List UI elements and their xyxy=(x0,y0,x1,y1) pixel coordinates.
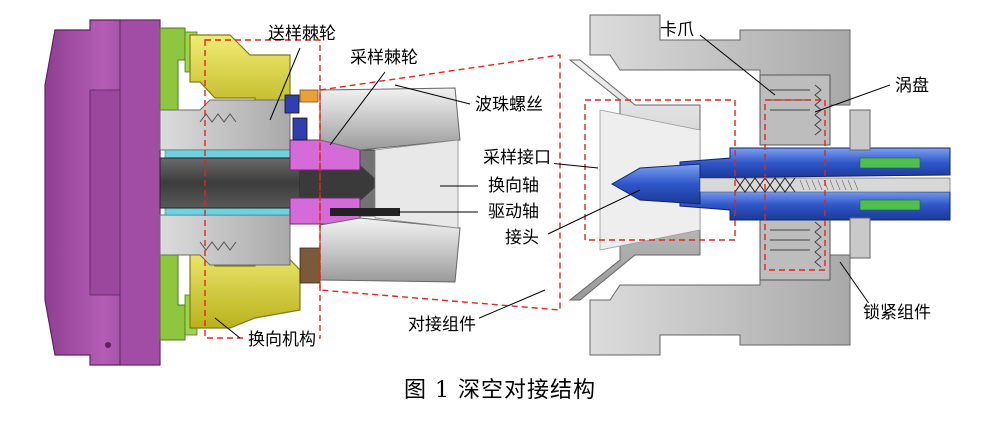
left-assembly xyxy=(44,19,461,366)
leader-scroll-plate xyxy=(814,84,891,113)
label-sampling-interface: 采样接口 xyxy=(480,148,554,168)
label-sampling-ratchet: 采样棘轮 xyxy=(350,48,418,68)
gray-sleeve-top xyxy=(159,99,291,151)
label-feed-ratchet: 送样棘轮 xyxy=(268,24,336,44)
locking-assembly-box xyxy=(764,99,826,271)
green-ring-top xyxy=(159,27,186,111)
label-scroll-plate: 涡盘 xyxy=(895,76,929,96)
housing-bolt-hole xyxy=(105,342,111,348)
label-docking-assembly: 对接组件 xyxy=(405,315,479,335)
drive-shaft-black-bar xyxy=(330,208,400,216)
magenta-housing-rim xyxy=(119,19,161,366)
scroll-plate-springs-bottom xyxy=(770,221,822,268)
brown-block xyxy=(299,247,321,284)
leader-ball-spring-screw xyxy=(394,84,471,105)
ratchet-spring-bottom xyxy=(199,241,237,251)
leader-reversing-mechanism xyxy=(214,317,241,339)
right-housing-lip-2 xyxy=(849,217,871,259)
label-connector: 接头 xyxy=(502,228,542,248)
right-assembly xyxy=(568,14,951,356)
cyan-strip-top xyxy=(164,149,291,159)
orange-ball-plunger xyxy=(299,89,319,103)
small-blue-block-2 xyxy=(284,94,300,114)
leader-docking-assembly xyxy=(469,289,546,323)
label-reversing-shaft: 换向轴 xyxy=(485,176,542,196)
thread-hatching xyxy=(799,179,859,191)
figure-caption: 图 1 深空对接结构 xyxy=(404,378,596,403)
docking-assembly-box xyxy=(319,54,561,311)
gray-sleeve-bottom xyxy=(159,214,291,266)
right-housing-lip xyxy=(849,109,871,151)
green-insert-bottom xyxy=(859,199,921,211)
leader-connector xyxy=(547,189,641,235)
green-ring-bottom xyxy=(159,254,186,341)
label-locking-assembly: 锁紧组件 xyxy=(860,303,934,323)
ratchet-spring-top xyxy=(199,113,237,123)
magenta-housing-step xyxy=(89,89,121,296)
label-reversing-mechanism: 换向机构 xyxy=(245,330,319,350)
leader-lines xyxy=(214,34,891,339)
docking-cone-bottom xyxy=(319,217,461,283)
label-ball-spring-screw: 波珠螺丝 xyxy=(475,95,543,115)
sampling-interface-box xyxy=(584,99,736,241)
small-blue-block xyxy=(292,117,308,141)
leader-feed-ratchet xyxy=(269,47,301,121)
leader-locking-assembly xyxy=(839,261,871,306)
docking-cone-mid xyxy=(374,139,459,229)
docking-cone-top xyxy=(319,87,461,151)
claw-block-bottom xyxy=(759,214,831,281)
leader-sampling-ratchet xyxy=(329,71,386,146)
leader-claw xyxy=(699,34,776,96)
label-claw: 卡爪 xyxy=(660,20,694,40)
label-drive-shaft: 驱动轴 xyxy=(485,202,542,222)
green-insert-top xyxy=(859,157,921,169)
